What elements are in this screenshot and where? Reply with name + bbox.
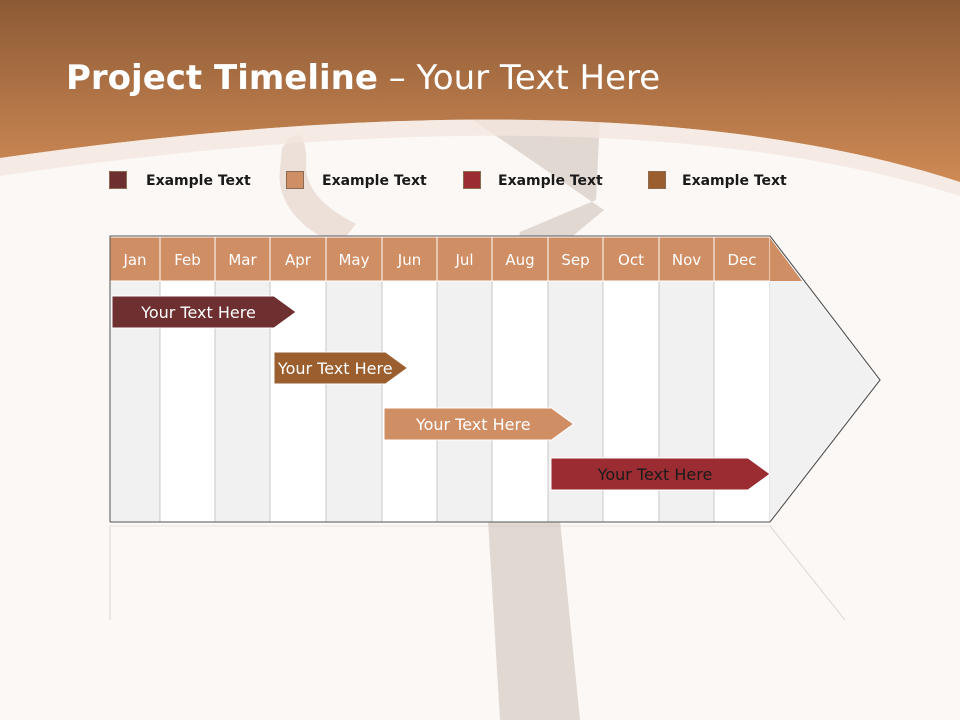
legend-label: Example Text <box>682 173 787 189</box>
legend-swatch <box>109 171 127 189</box>
month-header-cell <box>159 236 216 282</box>
timeline-bar[interactable] <box>111 295 297 329</box>
month-header-cell <box>325 236 383 282</box>
month-header-cell <box>269 236 327 282</box>
month-label-dec: Dec <box>727 251 757 269</box>
legend-label: Example Text <box>498 173 603 189</box>
month-header-cell <box>547 236 604 282</box>
timeline-reflection <box>109 525 846 621</box>
month-label-jun: Jun <box>397 251 422 269</box>
month-label-feb: Feb <box>174 251 201 269</box>
month-column-may <box>325 280 383 523</box>
title-rest: – Your Text Here <box>377 58 661 98</box>
legend-swatch <box>463 171 481 189</box>
title-bold: Project Timeline <box>66 58 378 98</box>
timeline-bar-label: Your Text Here <box>415 414 531 434</box>
timeline-bar-label: Your Text Here <box>277 358 393 378</box>
header-band <box>0 0 960 182</box>
month-header-cell <box>381 236 438 282</box>
timeline-bar[interactable] <box>383 407 575 441</box>
month-label-jan: Jan <box>123 251 147 269</box>
month-header-cell <box>214 236 271 282</box>
month-label-nov: Nov <box>671 251 702 269</box>
header-swoosh <box>0 119 960 196</box>
timeline-bar[interactable] <box>550 457 771 491</box>
month-header-cell <box>436 236 493 282</box>
month-label-aug: Aug <box>505 251 535 269</box>
month-column-jul <box>436 280 493 523</box>
timeline-bar-label: Your Text Here <box>141 302 256 322</box>
month-label-jul: Jul <box>455 251 474 269</box>
timeline-bar-label: Your Text Here <box>597 464 713 484</box>
month-label-mar: Mar <box>228 251 257 269</box>
month-label-oct: Oct <box>618 251 644 269</box>
month-label-may: May <box>338 251 370 269</box>
month-column-aug <box>491 280 549 523</box>
legend-swatch <box>648 171 666 189</box>
legend-label: Example Text <box>322 173 427 189</box>
month-label-sep: Sep <box>561 251 590 269</box>
legend-swatch <box>286 171 304 189</box>
legend-label: Example Text <box>146 173 251 189</box>
month-header-cell <box>713 236 771 282</box>
page-title: Project Timeline – Your Text Here <box>66 58 660 98</box>
timeline-bars <box>111 295 771 491</box>
month-column-jun <box>381 280 438 523</box>
timeline-bar[interactable] <box>273 351 409 385</box>
month-label-apr: Apr <box>285 251 311 269</box>
